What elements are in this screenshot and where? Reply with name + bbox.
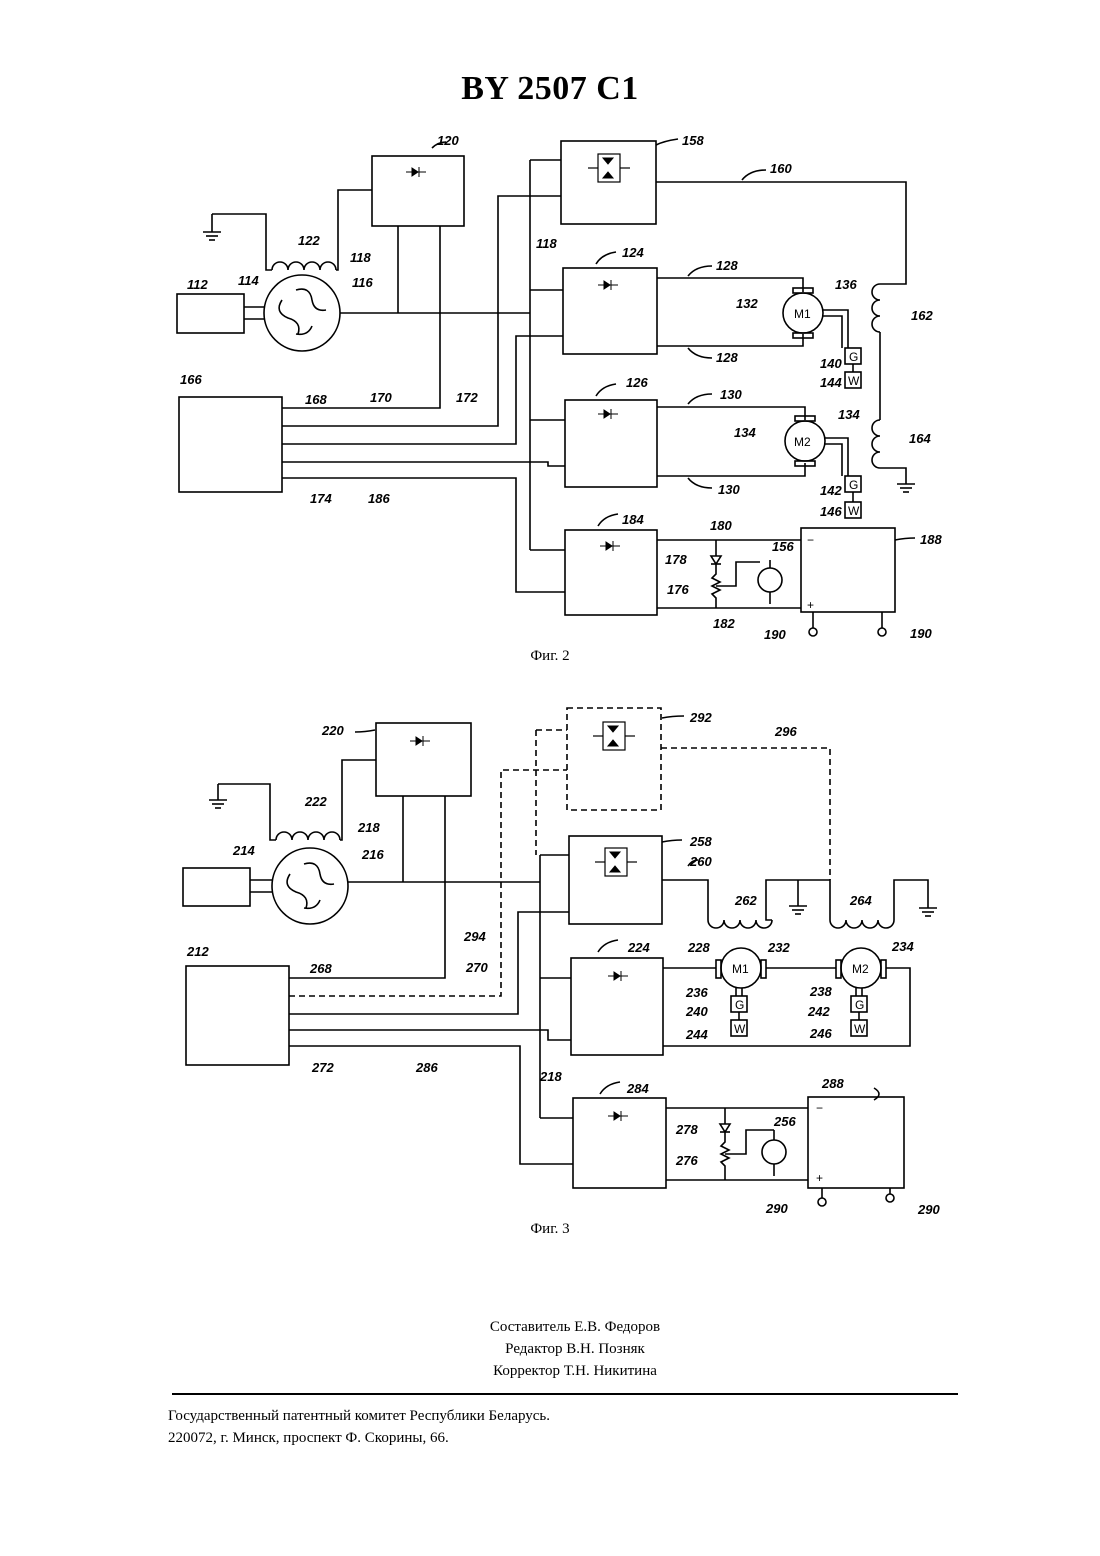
reference-label: 256 xyxy=(773,1114,796,1129)
reference-label: + xyxy=(816,1171,823,1185)
reference-label: 288 xyxy=(821,1076,844,1091)
reference-label: 220 xyxy=(321,723,344,738)
reference-label: 212 xyxy=(186,944,209,959)
figure-3-diagram: 220 292 296 222 218 214 216 258 260 262 … xyxy=(0,0,1100,1240)
reference-label: G xyxy=(735,998,744,1012)
reference-label: 260 xyxy=(689,854,712,869)
editor-line: Редактор В.Н. Позняк xyxy=(0,1338,1100,1360)
publisher-address: 220072, г. Минск, проспект Ф. Скорины, 6… xyxy=(168,1427,550,1449)
reference-label: W xyxy=(734,1022,746,1036)
reference-label: W xyxy=(854,1022,866,1036)
reference-label: 232 xyxy=(767,940,790,955)
reference-label: 214 xyxy=(232,843,255,858)
reference-label: 290 xyxy=(917,1202,940,1217)
divider-rule xyxy=(172,1393,958,1395)
reference-label: 240 xyxy=(685,1004,708,1019)
reference-label: 234 xyxy=(891,939,914,954)
compiler-line: Составитель Е.В. Федоров xyxy=(0,1316,1100,1338)
reference-label: 268 xyxy=(309,961,332,976)
reference-label: 262 xyxy=(734,893,757,908)
reference-label: G xyxy=(855,998,864,1012)
reference-label: 244 xyxy=(685,1027,708,1042)
reference-label: 216 xyxy=(361,847,384,862)
reference-label: 290 xyxy=(765,1201,788,1216)
figure-3-caption: Фиг. 3 xyxy=(0,1221,1100,1238)
credits-block: Составитель Е.В. Федоров Редактор В.Н. П… xyxy=(0,1316,1100,1382)
reference-label: M2 xyxy=(852,962,869,976)
publisher-block: Государственный патентный комитет Респуб… xyxy=(168,1405,550,1449)
reference-label: 294 xyxy=(463,929,486,944)
reference-label: 272 xyxy=(311,1060,334,1075)
reference-label: 276 xyxy=(675,1153,698,1168)
reference-label: 270 xyxy=(465,960,488,975)
reference-label: − xyxy=(816,1101,823,1115)
reference-label: 224 xyxy=(627,940,650,955)
reference-label: 218 xyxy=(539,1069,562,1084)
reference-label: 238 xyxy=(809,984,832,999)
reference-label: 296 xyxy=(774,724,797,739)
reference-label: 264 xyxy=(849,893,872,908)
reference-label: 286 xyxy=(415,1060,438,1075)
reference-label: 218 xyxy=(357,820,380,835)
publisher-name: Государственный патентный комитет Респуб… xyxy=(168,1405,550,1427)
reference-label: 246 xyxy=(809,1026,832,1041)
reference-label: 278 xyxy=(675,1122,698,1137)
reference-label: 242 xyxy=(807,1004,830,1019)
reference-label: 258 xyxy=(689,834,712,849)
proofreader-line: Корректор Т.Н. Никитина xyxy=(0,1360,1100,1382)
reference-label: 236 xyxy=(685,985,708,1000)
reference-label: M1 xyxy=(732,962,749,976)
reference-label: 284 xyxy=(626,1081,649,1096)
reference-label: 228 xyxy=(687,940,710,955)
reference-label: 222 xyxy=(304,794,327,809)
reference-label: 292 xyxy=(689,710,712,725)
